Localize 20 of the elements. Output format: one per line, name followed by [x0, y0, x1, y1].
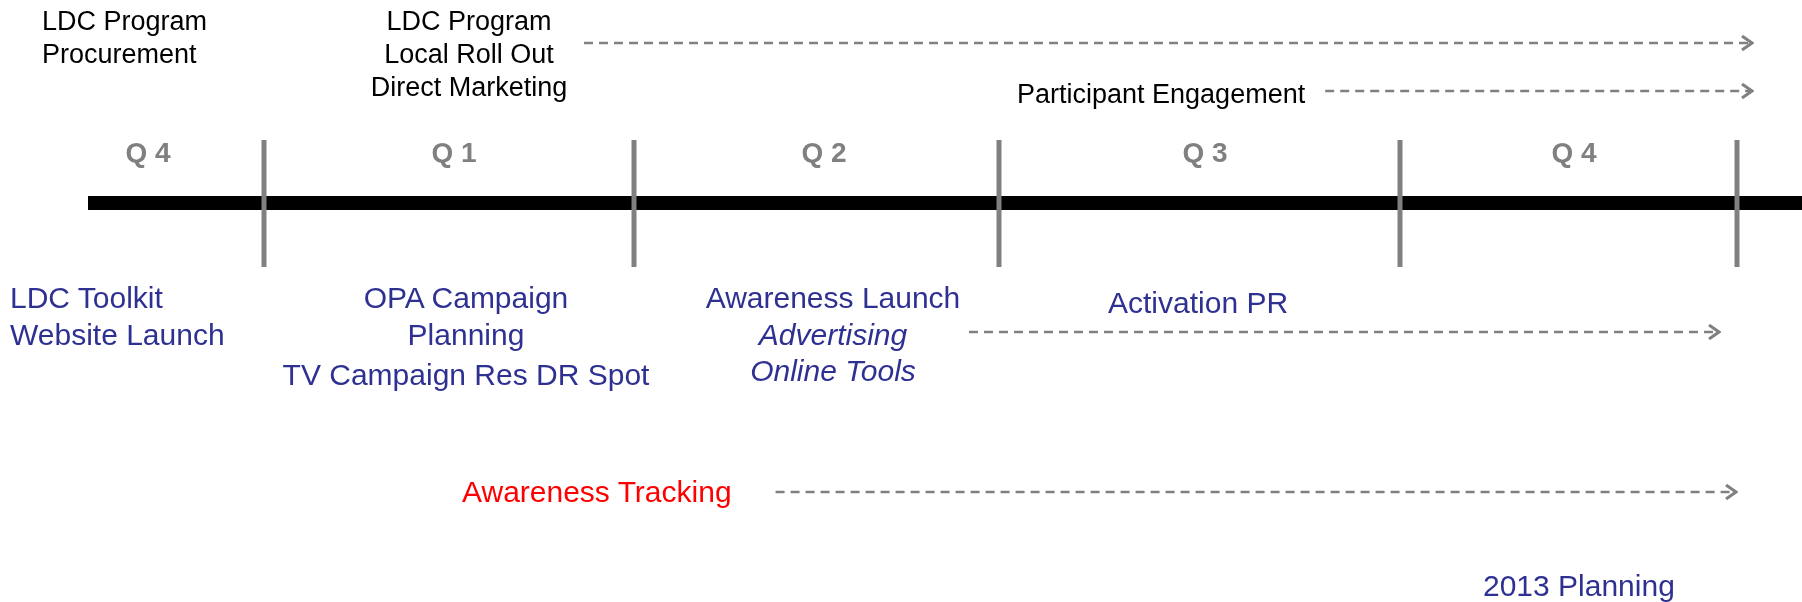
quarter-label: Q 2	[800, 136, 848, 170]
dashed-arrow	[775, 483, 1738, 501]
dashed-arrow	[969, 323, 1721, 341]
milestone-text: Awareness Tracking	[462, 474, 776, 511]
milestone-text: Participant Engagement	[1017, 78, 1326, 111]
milestone-text: Advertising Online Tools	[749, 316, 917, 390]
milestone-text: TV Campaign Res DR Spot	[281, 357, 651, 393]
milestone-text: LDC Toolkit Website Launch	[10, 280, 226, 353]
quarter-label: Q 4	[1550, 136, 1598, 170]
milestone-text: 2013 Planning	[1483, 568, 1675, 602]
quarter-label: Q 1	[430, 136, 478, 170]
dashed-arrow	[1325, 82, 1754, 100]
milestone-text: LDC Program Procurement	[42, 5, 209, 71]
quarter-label: Q 3	[1181, 136, 1229, 170]
dashed-arrow	[584, 34, 1754, 52]
milestone-text: Activation PR	[1108, 285, 1289, 321]
milestone-text: LDC Program Local Roll Out Direct Marketing	[354, 5, 584, 104]
milestone-text: Awareness Launch	[704, 280, 962, 316]
milestone-text: OPA Campaign Planning	[362, 280, 570, 353]
quarter-label: Q 4	[124, 136, 172, 170]
